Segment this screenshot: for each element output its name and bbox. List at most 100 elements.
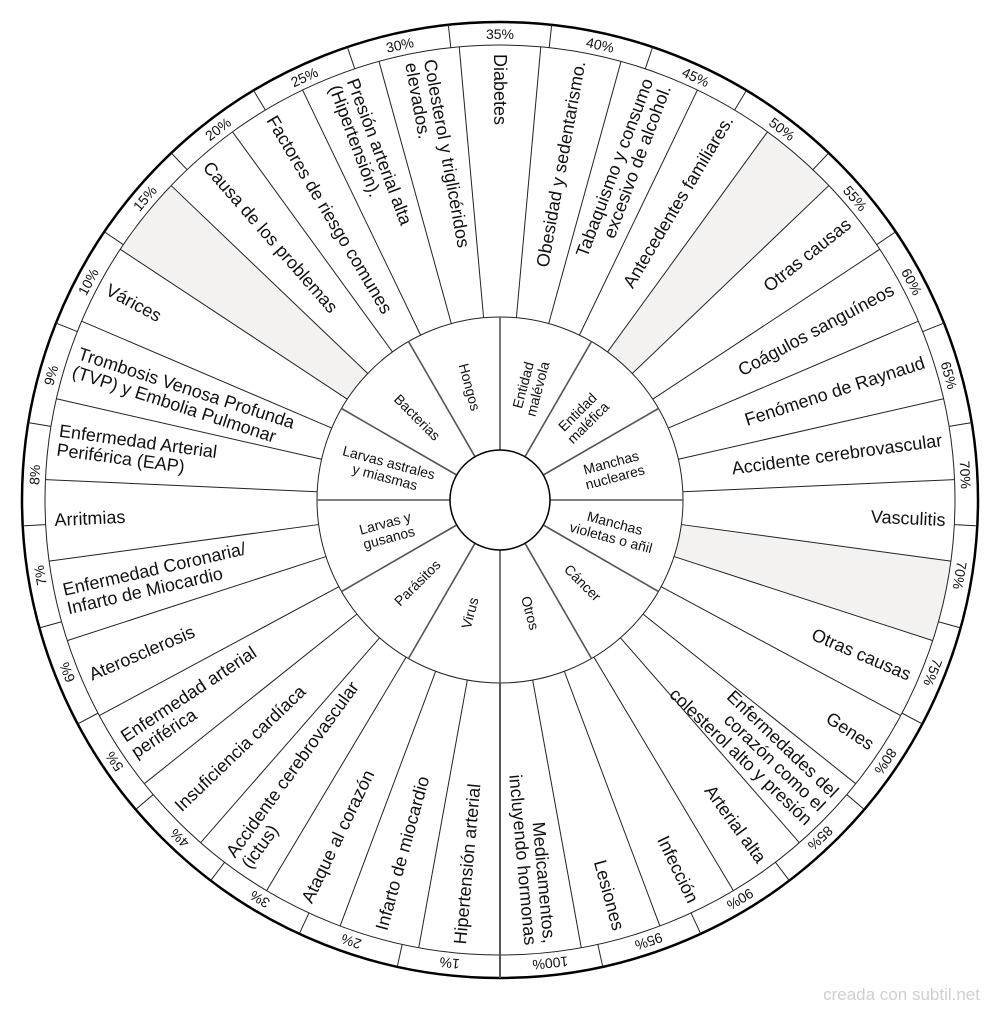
inner-label-line: Cáncer: [561, 561, 604, 604]
percent-divider: [447, 24, 452, 48]
percent-label[interactable]: 40%: [585, 34, 616, 56]
percent-label[interactable]: 10%: [75, 266, 102, 298]
outer-divider: [652, 248, 881, 400]
outer-divider: [593, 656, 734, 891]
percent-label[interactable]: 90%: [724, 885, 756, 913]
outer-segment-label[interactable]: Accidente cerebrovascular: [730, 430, 943, 478]
percent-label[interactable]: 70%: [950, 560, 970, 590]
percent-label[interactable]: 9%: [41, 363, 62, 387]
percent-divider: [104, 231, 124, 246]
inner-segment-label[interactable]: Virus: [458, 596, 482, 631]
outer-label-line: Diabetes: [490, 54, 510, 125]
inner-divider: [407, 341, 476, 458]
outer-segment-label[interactable]: Genes: [822, 708, 877, 754]
percent-divider: [954, 524, 978, 527]
outer-divider: [99, 586, 340, 717]
outer-segment-label[interactable]: Infección: [653, 833, 702, 907]
percent-divider: [253, 90, 266, 111]
inner-segment-label[interactable]: Parásitos: [391, 556, 444, 609]
outer-divider: [607, 131, 768, 353]
outer-segment-label[interactable]: Infarto de miocardio: [372, 774, 434, 933]
outer-divider: [678, 398, 944, 460]
outer-segment-label[interactable]: Hipertensión arterial: [450, 783, 484, 945]
percent-label[interactable]: 6%: [56, 660, 78, 685]
percent-label[interactable]: 65%: [938, 360, 961, 391]
outer-divider: [266, 656, 407, 891]
percent-label[interactable]: 85%: [805, 823, 836, 854]
shaded-blank-segment[interactable]: [674, 524, 951, 641]
outer-divider: [143, 613, 358, 785]
percent-label[interactable]: 2%: [339, 931, 363, 953]
inner-label-line: Hongos: [456, 362, 484, 413]
percent-label[interactable]: 70%: [957, 460, 974, 489]
outer-segment-label[interactable]: Ataque al corazón: [297, 767, 378, 906]
outer-label-line: Colesterol y triglicéridos: [420, 58, 474, 250]
inner-divider: [542, 524, 659, 593]
percent-divider: [548, 24, 553, 48]
percent-divider: [774, 861, 790, 881]
outer-segment-label[interactable]: Otras causas: [809, 624, 914, 684]
outer-segment-label[interactable]: Aterosclerosis: [86, 622, 198, 685]
percent-label[interactable]: 1%: [439, 954, 461, 972]
percent-divider: [22, 524, 46, 527]
percent-divider: [922, 322, 945, 333]
shaded-blank-segment[interactable]: [607, 131, 829, 374]
percent-label[interactable]: 30%: [384, 34, 415, 56]
segment-dividers: [22, 24, 978, 978]
percent-divider: [948, 422, 972, 427]
percent-divider: [846, 794, 865, 810]
outer-divider: [515, 46, 542, 318]
outer-divider: [45, 479, 318, 493]
outer-segment-label[interactable]: Diabetes: [490, 54, 510, 125]
outer-divider: [563, 671, 661, 927]
percent-label[interactable]: 80%: [871, 745, 900, 777]
outer-segment-label[interactable]: Várices: [103, 280, 165, 326]
percent-label[interactable]: 100%: [532, 953, 569, 973]
center-hub[interactable]: [449, 449, 551, 551]
outer-label-line: Várices: [103, 280, 165, 326]
outer-segment-label[interactable]: Arterial alta: [701, 781, 771, 867]
shaded-blank-segment[interactable]: [120, 185, 368, 400]
outer-divider: [682, 479, 955, 493]
outer-segment-label[interactable]: Arritmias: [54, 507, 126, 530]
outer-divider: [660, 586, 901, 717]
percent-divider: [77, 712, 99, 725]
percent-divider: [298, 912, 310, 935]
outer-divider: [631, 185, 830, 374]
outer-divider: [81, 320, 332, 429]
outer-label-line: Genes: [822, 708, 877, 754]
footer-credit: creada con subtil.net: [823, 985, 980, 1004]
outer-segment-label[interactable]: Enfermedad Coronaria/Infarto de Miocardi…: [61, 539, 252, 619]
outer-segment-label[interactable]: Accidente cerebrovascular(ictus): [222, 678, 378, 873]
inner-segment-label[interactable]: Cáncer: [561, 561, 604, 604]
percent-label[interactable]: 35%: [486, 26, 514, 42]
outer-label-line: Ataque al corazón: [297, 767, 378, 906]
inner-divider: [542, 407, 659, 476]
outer-segment-label[interactable]: Lesiones: [590, 858, 628, 933]
outer-divider: [681, 524, 951, 562]
percent-divider: [396, 944, 403, 967]
inner-label-line: Parásitos: [391, 556, 444, 609]
percent-divider: [876, 231, 896, 246]
percent-label[interactable]: 7%: [31, 564, 50, 587]
inner-segment-label[interactable]: Hongos: [456, 362, 484, 413]
outer-divider: [378, 61, 452, 324]
percent-label[interactable]: 55%: [840, 182, 870, 214]
inner-segment-label[interactable]: Otros: [518, 594, 542, 631]
inner-segment-label[interactable]: Bacterias: [391, 391, 444, 444]
percent-label[interactable]: 20%: [202, 114, 234, 144]
percent-label[interactable]: 60%: [898, 266, 925, 298]
outer-divider: [200, 637, 380, 843]
percent-divider: [644, 46, 654, 69]
percent-label[interactable]: 8%: [26, 464, 43, 485]
outer-divider: [339, 671, 437, 927]
outer-segment-label[interactable]: Medicamentos,incluyendo hormonas: [505, 772, 559, 946]
outer-segment-label[interactable]: Vasculitis: [870, 507, 946, 530]
